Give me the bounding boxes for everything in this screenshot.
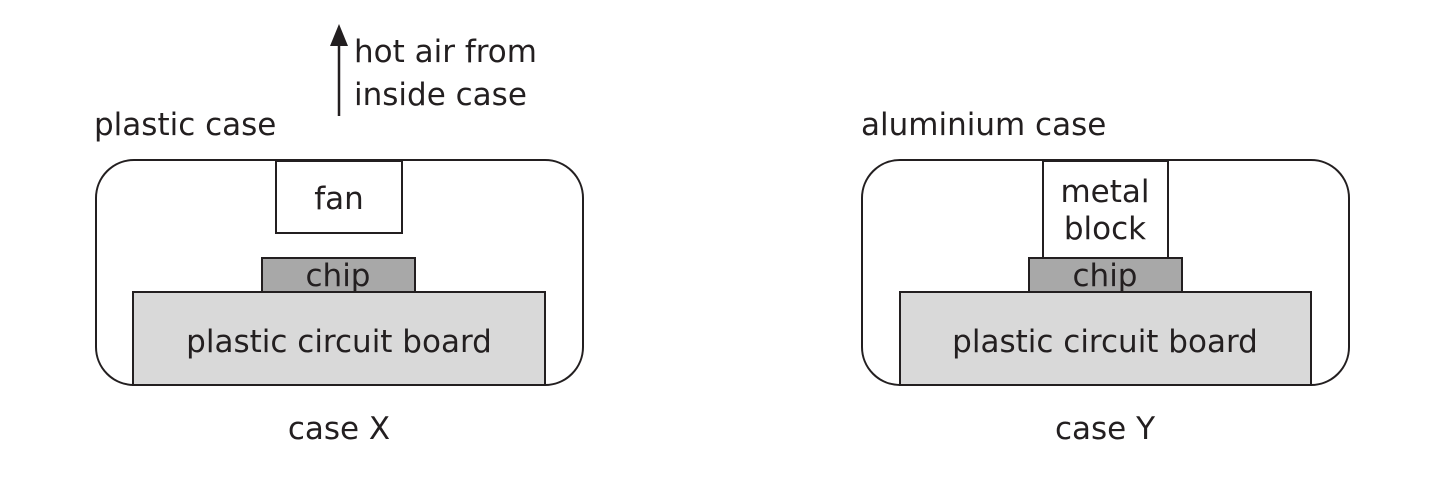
fan-box	[275, 160, 403, 234]
fan-label: fan	[314, 181, 364, 217]
metal-block-label-line1: metal	[1060, 174, 1149, 210]
circuit-board-x	[132, 291, 546, 386]
circuit-board-y-label: plastic circuit board	[952, 324, 1258, 360]
aluminium-case-label: aluminium case	[861, 107, 1106, 143]
hot-air-arrow	[330, 24, 348, 116]
chip-x-label: chip	[306, 258, 371, 294]
chip-y-box	[1028, 257, 1183, 293]
metal-block-box	[1042, 160, 1169, 259]
chip-y-label: chip	[1073, 258, 1138, 294]
hot-air-label-line2: inside case	[354, 77, 527, 113]
plastic-case-label: plastic case	[94, 107, 276, 143]
case-x-diagram: hot air from inside case plastic case fa…	[94, 24, 584, 447]
metal-block-label-line2: block	[1064, 211, 1146, 247]
case-x-caption: case X	[288, 411, 390, 447]
case-y-diagram: aluminium case metal block chip plastic …	[861, 107, 1350, 447]
chip-x-box	[261, 257, 416, 293]
hot-air-label-line1: hot air from	[354, 34, 537, 70]
circuit-board-x-label: plastic circuit board	[186, 324, 492, 360]
case-y-caption: case Y	[1055, 411, 1155, 447]
circuit-board-y	[899, 291, 1312, 386]
